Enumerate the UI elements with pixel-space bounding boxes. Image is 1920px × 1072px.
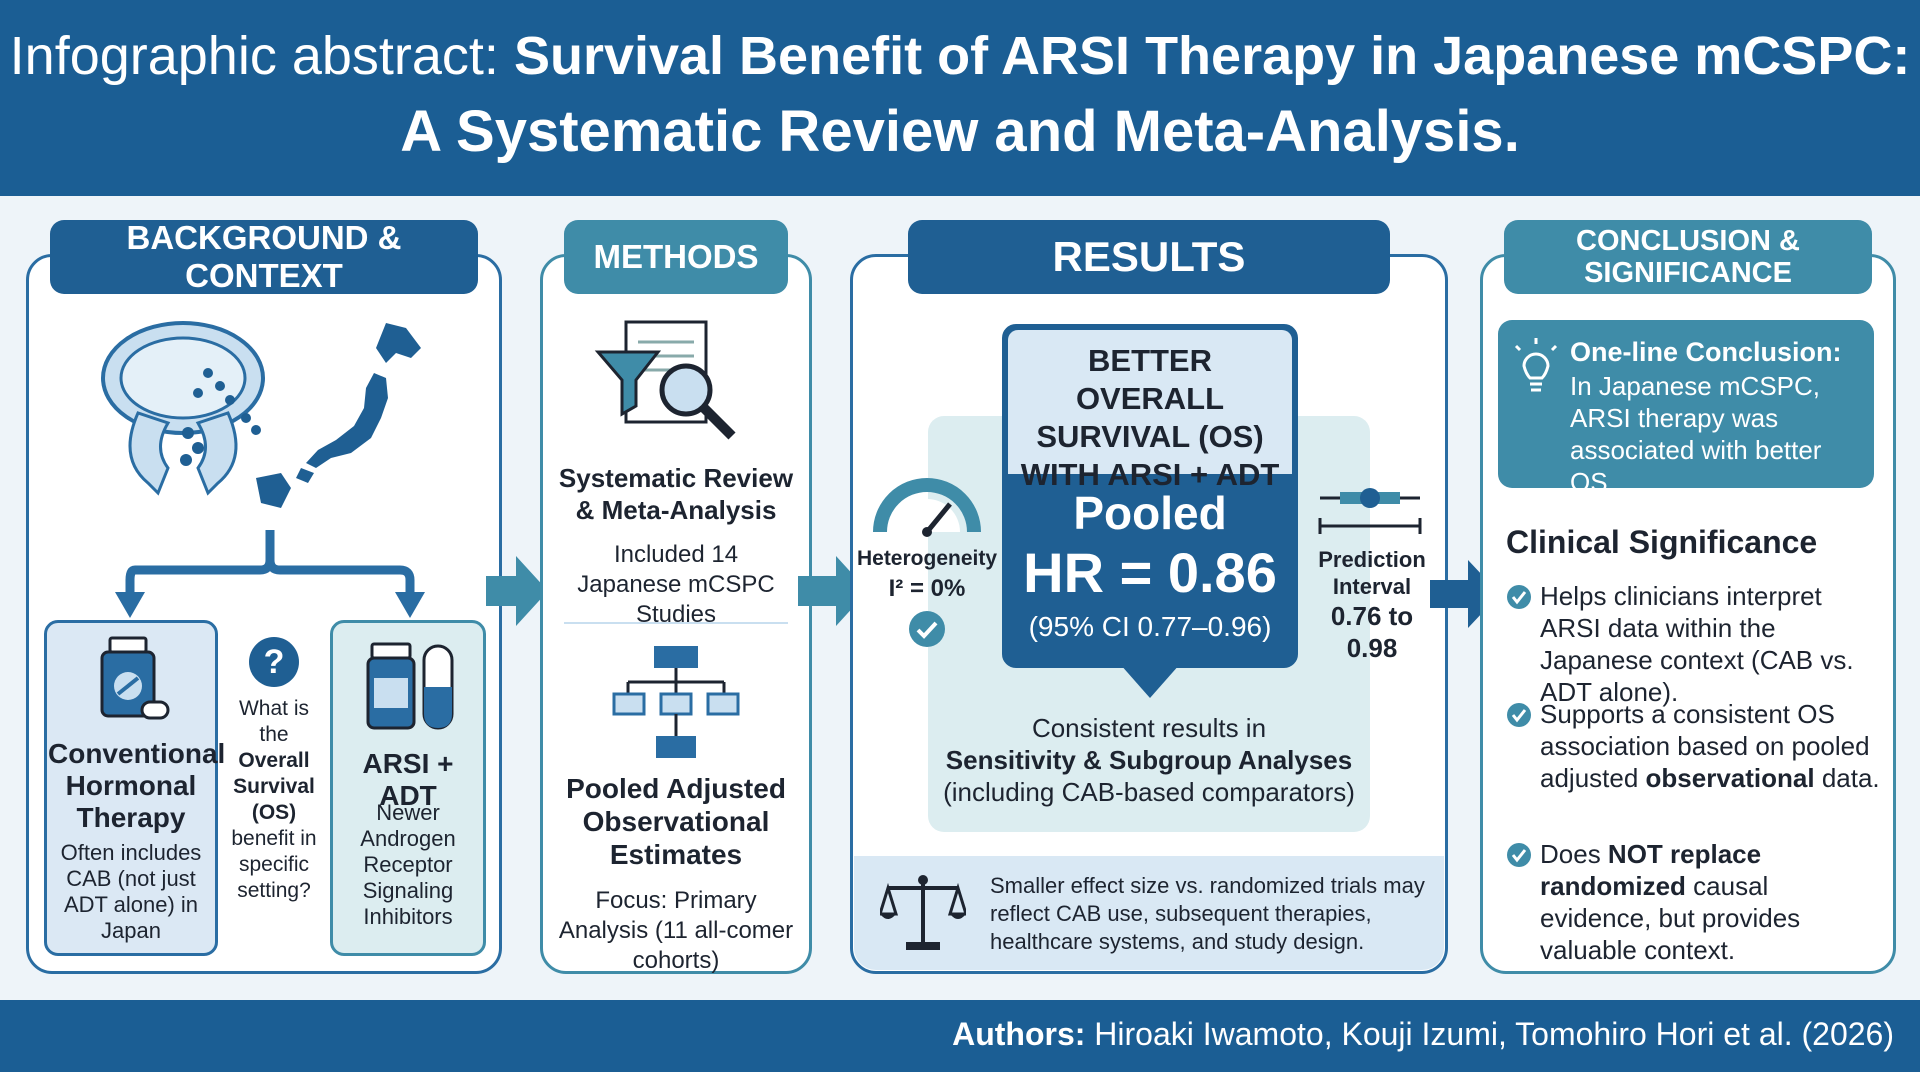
document-search-icon bbox=[594, 320, 736, 440]
branch-arrow bbox=[115, 530, 425, 618]
conventional-desc: Often includes CAB (not just ADT alone) … bbox=[60, 840, 202, 943]
authors-label: Authors: bbox=[952, 1016, 1086, 1052]
question-icon bbox=[249, 637, 299, 687]
question-text: What is the Overall Survival (OS) benefi… bbox=[226, 696, 322, 904]
methods-divider bbox=[564, 622, 788, 624]
consistent-pre: Consistent results in bbox=[1031, 713, 1267, 743]
pooled-desc: Focus: Primary Analysis (11 all-comer co… bbox=[558, 887, 794, 974]
question-pre: What is the bbox=[238, 697, 309, 746]
footer-banner: Authors: Hiroaki Iwamoto, Kouji Izumi, T… bbox=[0, 1000, 1920, 1072]
one-line-conclusion-box bbox=[1498, 320, 1874, 488]
pooled-title: Pooled Adjusted Observational Estimates bbox=[566, 773, 786, 870]
consistent-post: (including CAB-based comparators) bbox=[943, 777, 1355, 807]
flowchart-icon bbox=[612, 646, 740, 758]
bullet-2-bold: observational bbox=[1645, 763, 1815, 793]
one-line-text: In Japanese mCSPC, ARSI therapy was asso… bbox=[1570, 371, 1822, 497]
bullet-2: Supports a consistent OS association bas… bbox=[1540, 698, 1880, 794]
pill-bottle-icon bbox=[100, 636, 170, 720]
hr-value: HR = 0.86 bbox=[1023, 541, 1277, 604]
conclusion-title: CONCLUSION & SIGNIFICANCE bbox=[1504, 220, 1872, 294]
japan-map-icon bbox=[256, 323, 421, 508]
note-text: Smaller effect size vs. randomized trial… bbox=[990, 873, 1425, 954]
pooled-label: Pooled bbox=[1073, 487, 1227, 539]
one-line-title: One-line Conclusion: bbox=[1570, 337, 1842, 367]
check-circle-icon bbox=[909, 611, 945, 647]
bullet-2-pre: Supports a consistent OS association bas… bbox=[1540, 699, 1870, 793]
bullet-check-icon-3 bbox=[1507, 843, 1531, 867]
results-title: RESULTS bbox=[908, 220, 1390, 294]
arrow-background-to-methods bbox=[486, 556, 548, 626]
title-bold: Survival Benefit of ARSI Therapy in Japa… bbox=[513, 26, 1911, 86]
ci-value: (95% CI 0.77–0.96) bbox=[1028, 611, 1272, 642]
title-light: Infographic abstract: bbox=[9, 26, 514, 86]
prediction-value: 0.76 to 0.98 bbox=[1330, 601, 1414, 663]
heterogeneity-value: I² = 0% bbox=[888, 575, 966, 602]
question-symbol: ? bbox=[263, 643, 285, 681]
question-post: benefit in specific setting? bbox=[231, 827, 317, 902]
methods-title: METHODS bbox=[564, 220, 788, 294]
medication-icon bbox=[366, 642, 454, 730]
prediction-label: Prediction Interval bbox=[1318, 547, 1426, 599]
heterogeneity-label: Heterogeneity bbox=[856, 547, 998, 570]
conventional-title: Conventional Hormonal Therapy bbox=[48, 738, 226, 833]
gauge-icon bbox=[873, 478, 981, 537]
question-bold: Overall Survival (OS) bbox=[233, 749, 315, 824]
header-banner: Infographic abstract: Survival Benefit o… bbox=[0, 0, 1920, 196]
bullet-3-post: causal evidence, but provides valuable c… bbox=[1540, 871, 1801, 965]
arsi-desc: Newer Androgen Receptor Signaling Inhibi… bbox=[360, 800, 456, 929]
os-banner-text: BETTER OVERALL SURVIVAL (OS) WITH ARSI +… bbox=[1020, 343, 1280, 492]
bullet-3: Does NOT replace randomized causal evide… bbox=[1540, 838, 1880, 966]
title-line-2: A Systematic Review and Meta-Analysis. bbox=[400, 99, 1520, 164]
review-desc: Included 14 Japanese mCSPC Studies bbox=[577, 541, 775, 628]
bullet-check-icon-2 bbox=[1507, 703, 1531, 727]
review-title: Systematic Review & Meta-Analysis bbox=[558, 463, 794, 525]
authors-names: Hiroaki Iwamoto, Kouji Izumi, Tomohiro H… bbox=[1085, 1016, 1894, 1052]
bullet-1: Helps clinicians interpret ARSI data wit… bbox=[1540, 581, 1854, 707]
title-line-1: Infographic abstract: Survival Benefit o… bbox=[0, 22, 1920, 90]
consistent-bold: Sensitivity & Subgroup Analyses bbox=[945, 745, 1353, 775]
os-box-pointer bbox=[1120, 664, 1180, 698]
bullet-3-pre: Does bbox=[1540, 839, 1608, 869]
prostate-icon bbox=[101, 321, 265, 496]
arsi-title: ARSI + ADT bbox=[362, 748, 454, 811]
background-title: BACKGROUND & CONTEXT bbox=[50, 219, 478, 294]
lightbulb-icon bbox=[1514, 338, 1558, 392]
os-banner bbox=[1008, 330, 1292, 474]
bullet-3-bold: NOT replace randomized bbox=[1540, 839, 1762, 901]
bullet-check-icon-1 bbox=[1507, 585, 1531, 609]
authors-line: Authors: Hiroaki Iwamoto, Kouji Izumi, T… bbox=[952, 1016, 1894, 1053]
clinical-significance-title: Clinical Significance bbox=[1506, 524, 1818, 560]
prediction-interval-icon bbox=[1318, 488, 1422, 534]
bullet-2-post: data. bbox=[1814, 763, 1880, 793]
balance-scale-icon bbox=[880, 875, 966, 950]
